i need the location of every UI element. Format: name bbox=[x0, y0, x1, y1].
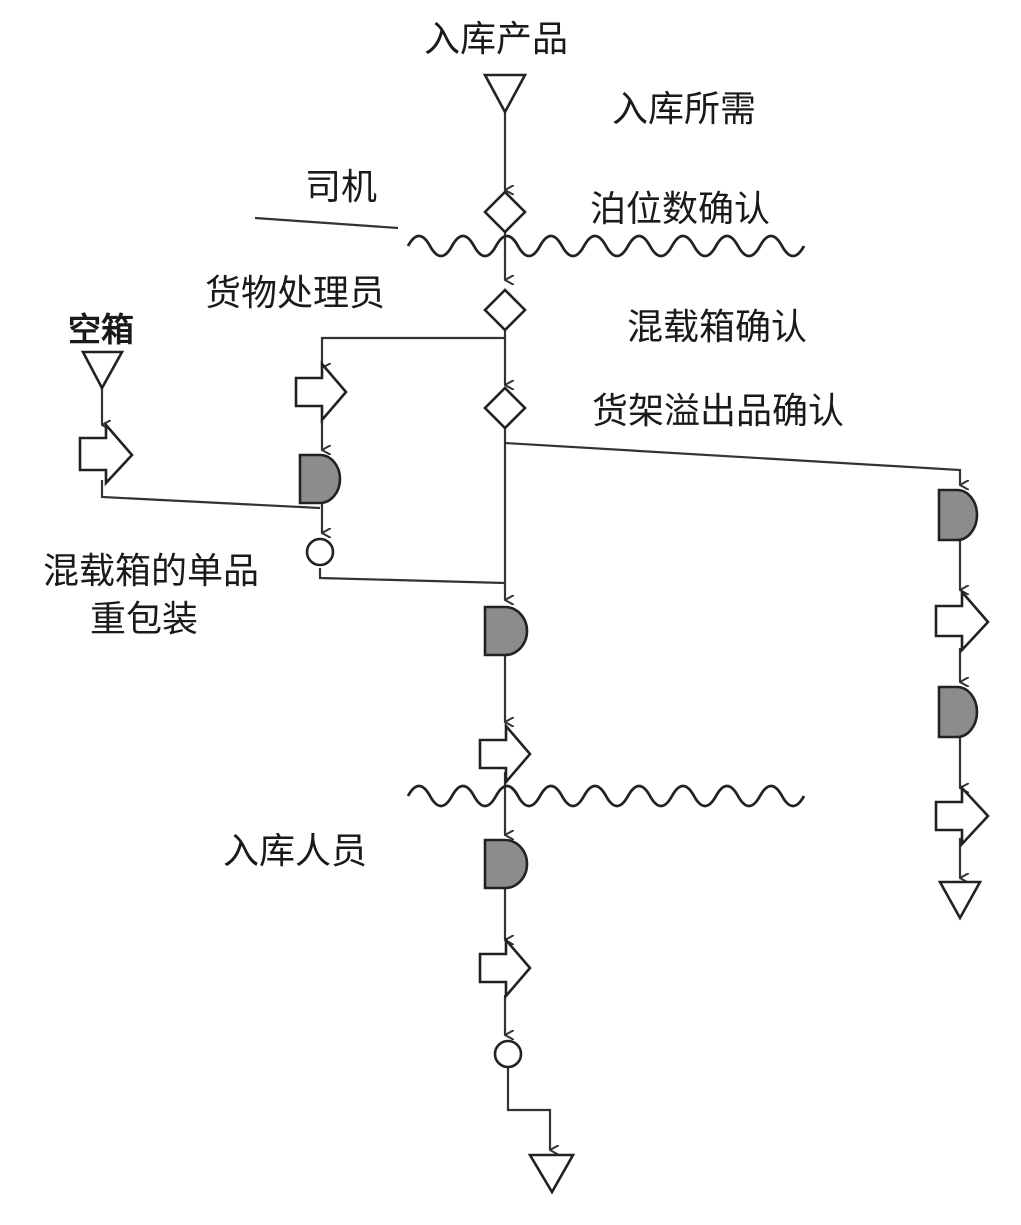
label-repack-line1: 混载箱的单品 bbox=[42, 551, 259, 592]
inspection-diamond-berth bbox=[483, 190, 527, 234]
delay-d-main-1 bbox=[483, 605, 529, 657]
delay-d-handler bbox=[298, 453, 342, 505]
label-shelf-overflow-check: 货架溢出品确认 bbox=[592, 391, 845, 432]
storage-triangle-overflow-end bbox=[937, 880, 983, 921]
operation-circle-repack bbox=[305, 537, 335, 567]
label-berth-check: 泊位数确认 bbox=[590, 189, 771, 230]
label-inbound-product: 入库产品 bbox=[424, 19, 569, 60]
connector-overflow-1 bbox=[504, 441, 960, 485]
label-cargo-handler: 货物处理员 bbox=[205, 273, 386, 314]
operation-circle-inbound bbox=[493, 1039, 523, 1069]
delay-d-overflow-2 bbox=[937, 685, 979, 739]
connector-emptybox-2 bbox=[100, 480, 321, 510]
driver-line bbox=[254, 216, 399, 230]
delay-d-overflow-1 bbox=[937, 488, 979, 542]
connector-handler-merge bbox=[318, 568, 506, 585]
wave-separator-inbound bbox=[406, 784, 806, 808]
transport-arrow-overflow-1 bbox=[934, 588, 990, 654]
connector-handler-1 bbox=[320, 336, 505, 368]
storage-triangle-emptybox bbox=[80, 350, 125, 391]
transport-arrow-emptybox bbox=[78, 421, 134, 487]
transport-arrow-main-2 bbox=[478, 936, 532, 1000]
transport-arrow-overflow-2 bbox=[934, 784, 990, 848]
storage-triangle-end bbox=[527, 1153, 576, 1195]
transport-arrow-handler bbox=[294, 360, 348, 424]
wave-separator-driver bbox=[406, 234, 806, 258]
connector-trunk-9 bbox=[506, 1068, 550, 1150]
label-inbound-required: 入库所需 bbox=[612, 89, 757, 130]
label-driver: 司机 bbox=[305, 167, 378, 208]
label-mixed-box-check: 混载箱确认 bbox=[627, 307, 808, 348]
storage-triangle-start bbox=[482, 73, 528, 115]
delay-d-main-2 bbox=[483, 838, 529, 890]
inspection-diamond-mixed-box bbox=[483, 288, 527, 332]
label-repack-line2: 重包装 bbox=[90, 599, 199, 640]
transport-arrow-main-1 bbox=[478, 722, 532, 786]
label-inbound-staff: 入库人员 bbox=[223, 831, 368, 872]
label-empty-box: 空箱 bbox=[68, 310, 134, 349]
inspection-diamond-overflow bbox=[483, 386, 527, 430]
